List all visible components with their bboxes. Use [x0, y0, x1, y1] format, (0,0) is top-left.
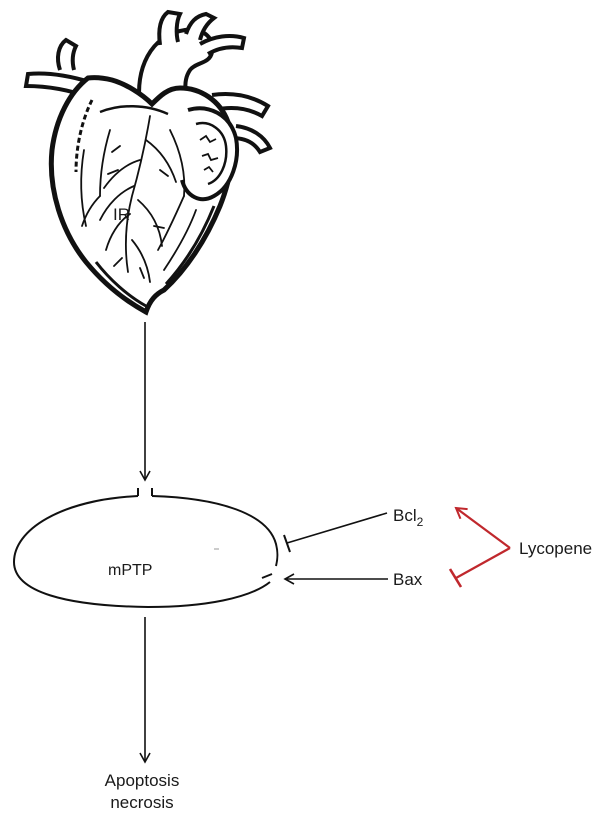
mptp-membrane-bottom [148, 582, 270, 607]
brachiocephalic-vessel [159, 12, 180, 45]
heart-illustration: IR [26, 12, 270, 312]
subclavian-vessel [200, 36, 244, 54]
mptp-label: mPTP [108, 562, 152, 579]
lycopene-label: Lycopene [519, 539, 592, 558]
mptp-membrane-right [152, 496, 278, 566]
inhibit-bcl2-bar [284, 535, 290, 552]
bcl2-label-base: Bcl [393, 506, 417, 525]
mptp-side-channel [262, 574, 272, 578]
mptp-pore: mPTP [14, 488, 278, 607]
pulmonary-artery-upper [58, 40, 76, 70]
outcome-label-necrosis: necrosis [110, 793, 173, 812]
lycopene-effects [450, 508, 510, 587]
arrow-lycopene-to-bcl2 [456, 508, 510, 548]
heart-label-ir: IR [113, 205, 130, 224]
inhibit-bcl2-to-mptp [287, 513, 387, 543]
inhibit-bax-bar [450, 569, 461, 587]
bax-label: Bax [393, 570, 423, 589]
inhibit-lycopene-to-bax [456, 548, 510, 578]
bcl2-label-subscript: 2 [417, 515, 424, 529]
bcl2-label: Bcl2 [393, 506, 424, 529]
outcome-label-apoptosis: Apoptosis [105, 771, 180, 790]
mptp-membrane-left [14, 496, 148, 607]
